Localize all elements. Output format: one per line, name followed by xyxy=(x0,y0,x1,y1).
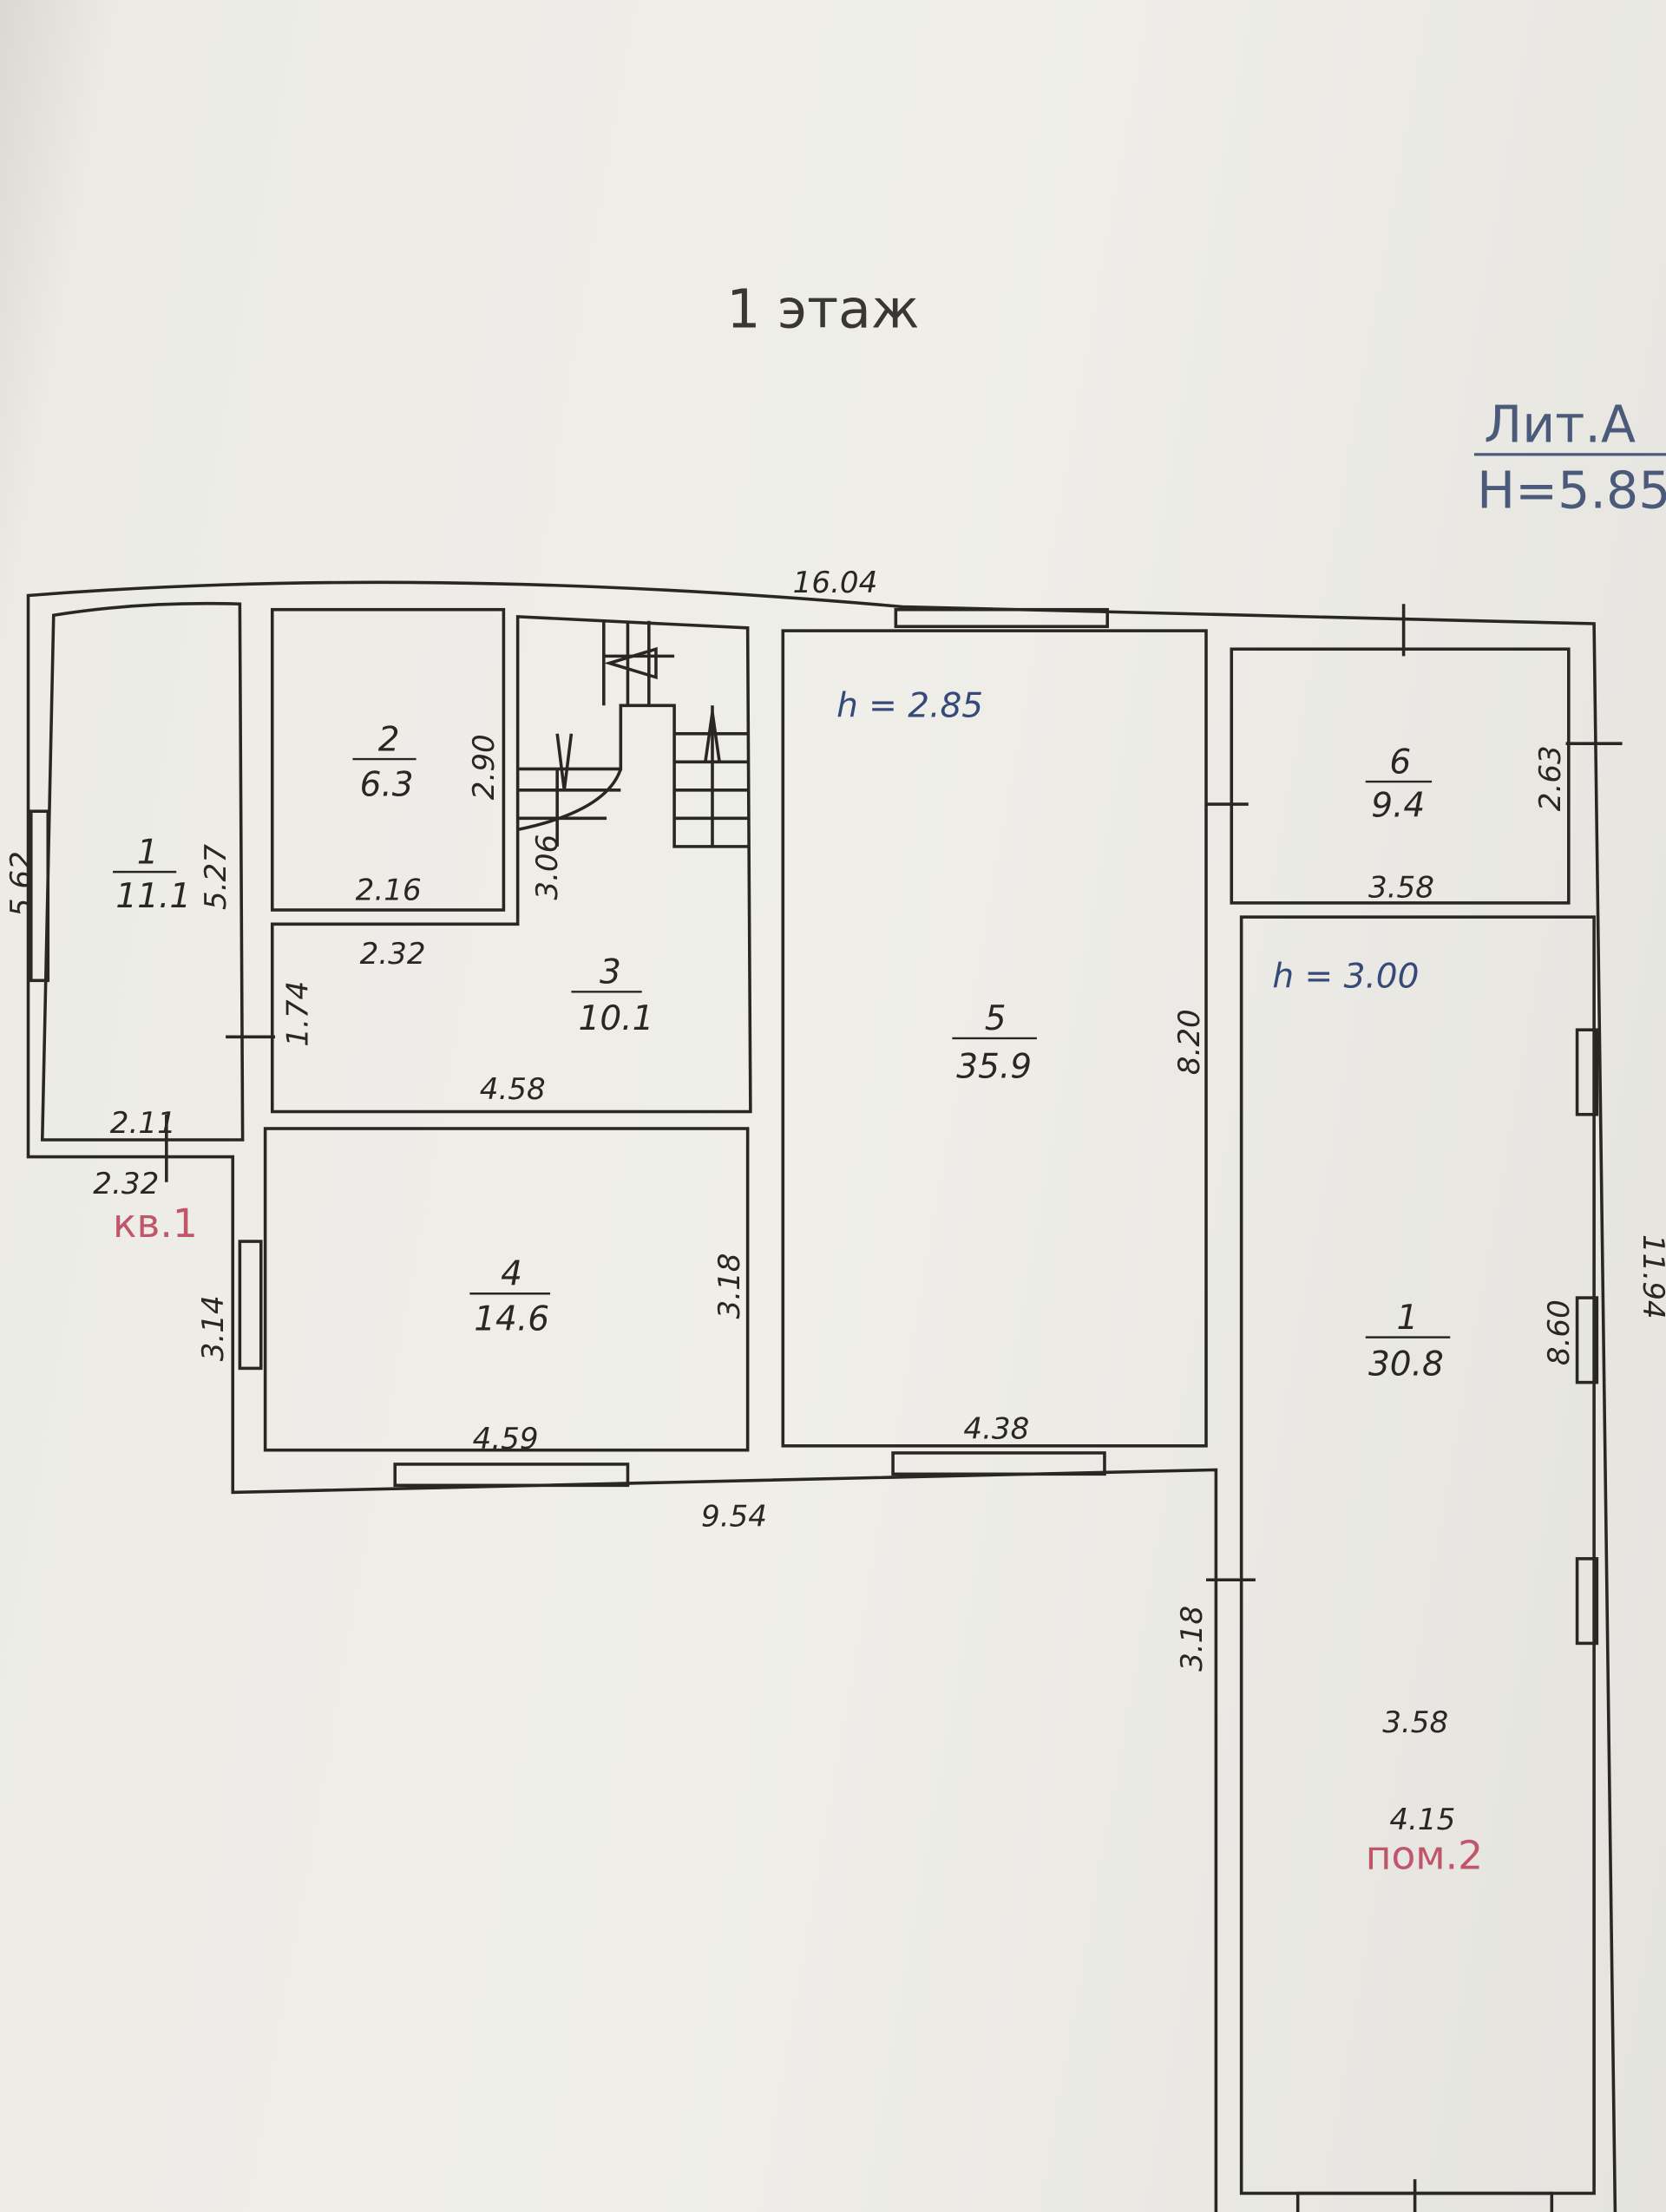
room-area: 11.1 xyxy=(115,877,191,916)
room-label: 2 6.3 xyxy=(352,720,416,804)
dim-bottom-total: 9.54 xyxy=(701,1499,767,1534)
room-number: 1 xyxy=(1396,1299,1418,1338)
room-area: 30.8 xyxy=(1368,1345,1444,1384)
dim-room1-outer-width: 2.32 xyxy=(93,1167,159,1201)
room-number: 3 xyxy=(600,953,621,992)
floor-title: 1 этаж xyxy=(726,278,919,341)
dim-top-total: 16.04 xyxy=(793,566,878,600)
dim-left-outer: 5.62 xyxy=(4,851,39,917)
dim-room3-height: 1.74 xyxy=(280,981,315,1047)
dim-room4-width: 4.59 xyxy=(473,1422,539,1456)
dim-room5-width: 4.38 xyxy=(963,1412,1029,1447)
dim-room3-upper-width: 2.32 xyxy=(360,937,426,972)
room-number: 2 xyxy=(378,720,400,759)
dim-room5-height: 8.20 xyxy=(1172,1009,1207,1075)
apartment-label: кв.1 xyxy=(113,1201,198,1247)
dim-room6-width: 3.58 xyxy=(1368,870,1434,905)
room-area: 35.9 xyxy=(956,1047,1032,1086)
room-label: 1 11.1 xyxy=(113,833,191,916)
room-number: 6 xyxy=(1389,743,1411,782)
room-area: 14.6 xyxy=(474,1299,549,1338)
dim-room1-width: 2.11 xyxy=(110,1106,176,1141)
dim-room3-width: 4.58 xyxy=(480,1072,546,1107)
dim-room2-width: 2.16 xyxy=(356,874,422,908)
dim-room4-left: 3.14 xyxy=(196,1295,231,1361)
room-area: 9.4 xyxy=(1371,787,1425,826)
staircase xyxy=(517,620,748,848)
dimension-labels: 16.04 5.62 5.27 2.11 2.32 2.90 2.16 3.06… xyxy=(4,566,1666,1837)
room-number: 1 xyxy=(137,833,159,872)
room-area: 6.3 xyxy=(360,765,414,804)
room-label: 3 10.1 xyxy=(571,953,654,1038)
walls xyxy=(26,580,1623,2212)
room-number: 5 xyxy=(985,999,1007,1038)
room-label: 1 30.8 xyxy=(1365,1299,1451,1384)
dim-stair-height: 3.06 xyxy=(530,834,565,900)
litera-name: Лит.А xyxy=(1484,395,1636,454)
dim-room1r-outer-width: 4.15 xyxy=(1389,1803,1455,1837)
dim-right-total: 11.94 xyxy=(1636,1234,1666,1319)
ceiling-height-left: h = 2.85 xyxy=(836,686,983,725)
dim-room6-height: 2.63 xyxy=(1533,745,1568,811)
dim-room1r-width: 3.58 xyxy=(1382,1705,1448,1740)
dim-room2-height: 2.90 xyxy=(467,734,502,800)
litera-height: H=5.85 xyxy=(1477,461,1666,520)
room-label: 4 14.6 xyxy=(469,1254,551,1338)
dim-room1-height: 5.27 xyxy=(199,844,233,910)
dim-room1r-height: 8.60 xyxy=(1542,1299,1577,1365)
ceiling-height-right: h = 3.00 xyxy=(1272,957,1419,996)
room-number: 4 xyxy=(501,1254,522,1293)
litera-label: Лит.А H=5.85 xyxy=(1473,395,1666,520)
room-label: 5 35.9 xyxy=(952,999,1037,1086)
premises-label: пом.2 xyxy=(1366,1833,1483,1879)
dim-room1r-lower: 3.18 xyxy=(1175,1606,1210,1672)
room-area: 10.1 xyxy=(579,999,654,1038)
room-label: 6 9.4 xyxy=(1365,743,1433,826)
dim-room4-height: 3.18 xyxy=(712,1253,747,1319)
